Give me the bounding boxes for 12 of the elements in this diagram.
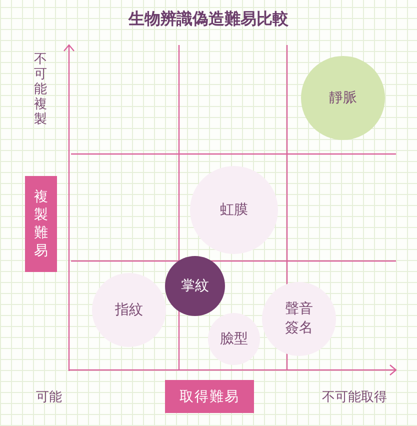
bubble-circle: 臉型 xyxy=(208,313,260,365)
label-box: 取得難易 xyxy=(165,380,254,413)
bubble-circle: 虹膜 xyxy=(190,166,278,254)
bubble-circle: 聲音簽名 xyxy=(262,282,336,356)
axis-label: 不可能複製 xyxy=(34,52,48,127)
axis-label: 可能 xyxy=(36,389,62,406)
axis-label: 不可能取得 xyxy=(322,389,387,406)
bubble-circle: 指紋 xyxy=(92,273,166,347)
label-box: 複製難易 xyxy=(25,176,57,272)
bubble-circle: 掌紋 xyxy=(165,256,225,316)
chart-title: 生物辨識偽造難易比較 xyxy=(127,9,290,30)
bubble-circle: 靜脈 xyxy=(301,56,385,140)
